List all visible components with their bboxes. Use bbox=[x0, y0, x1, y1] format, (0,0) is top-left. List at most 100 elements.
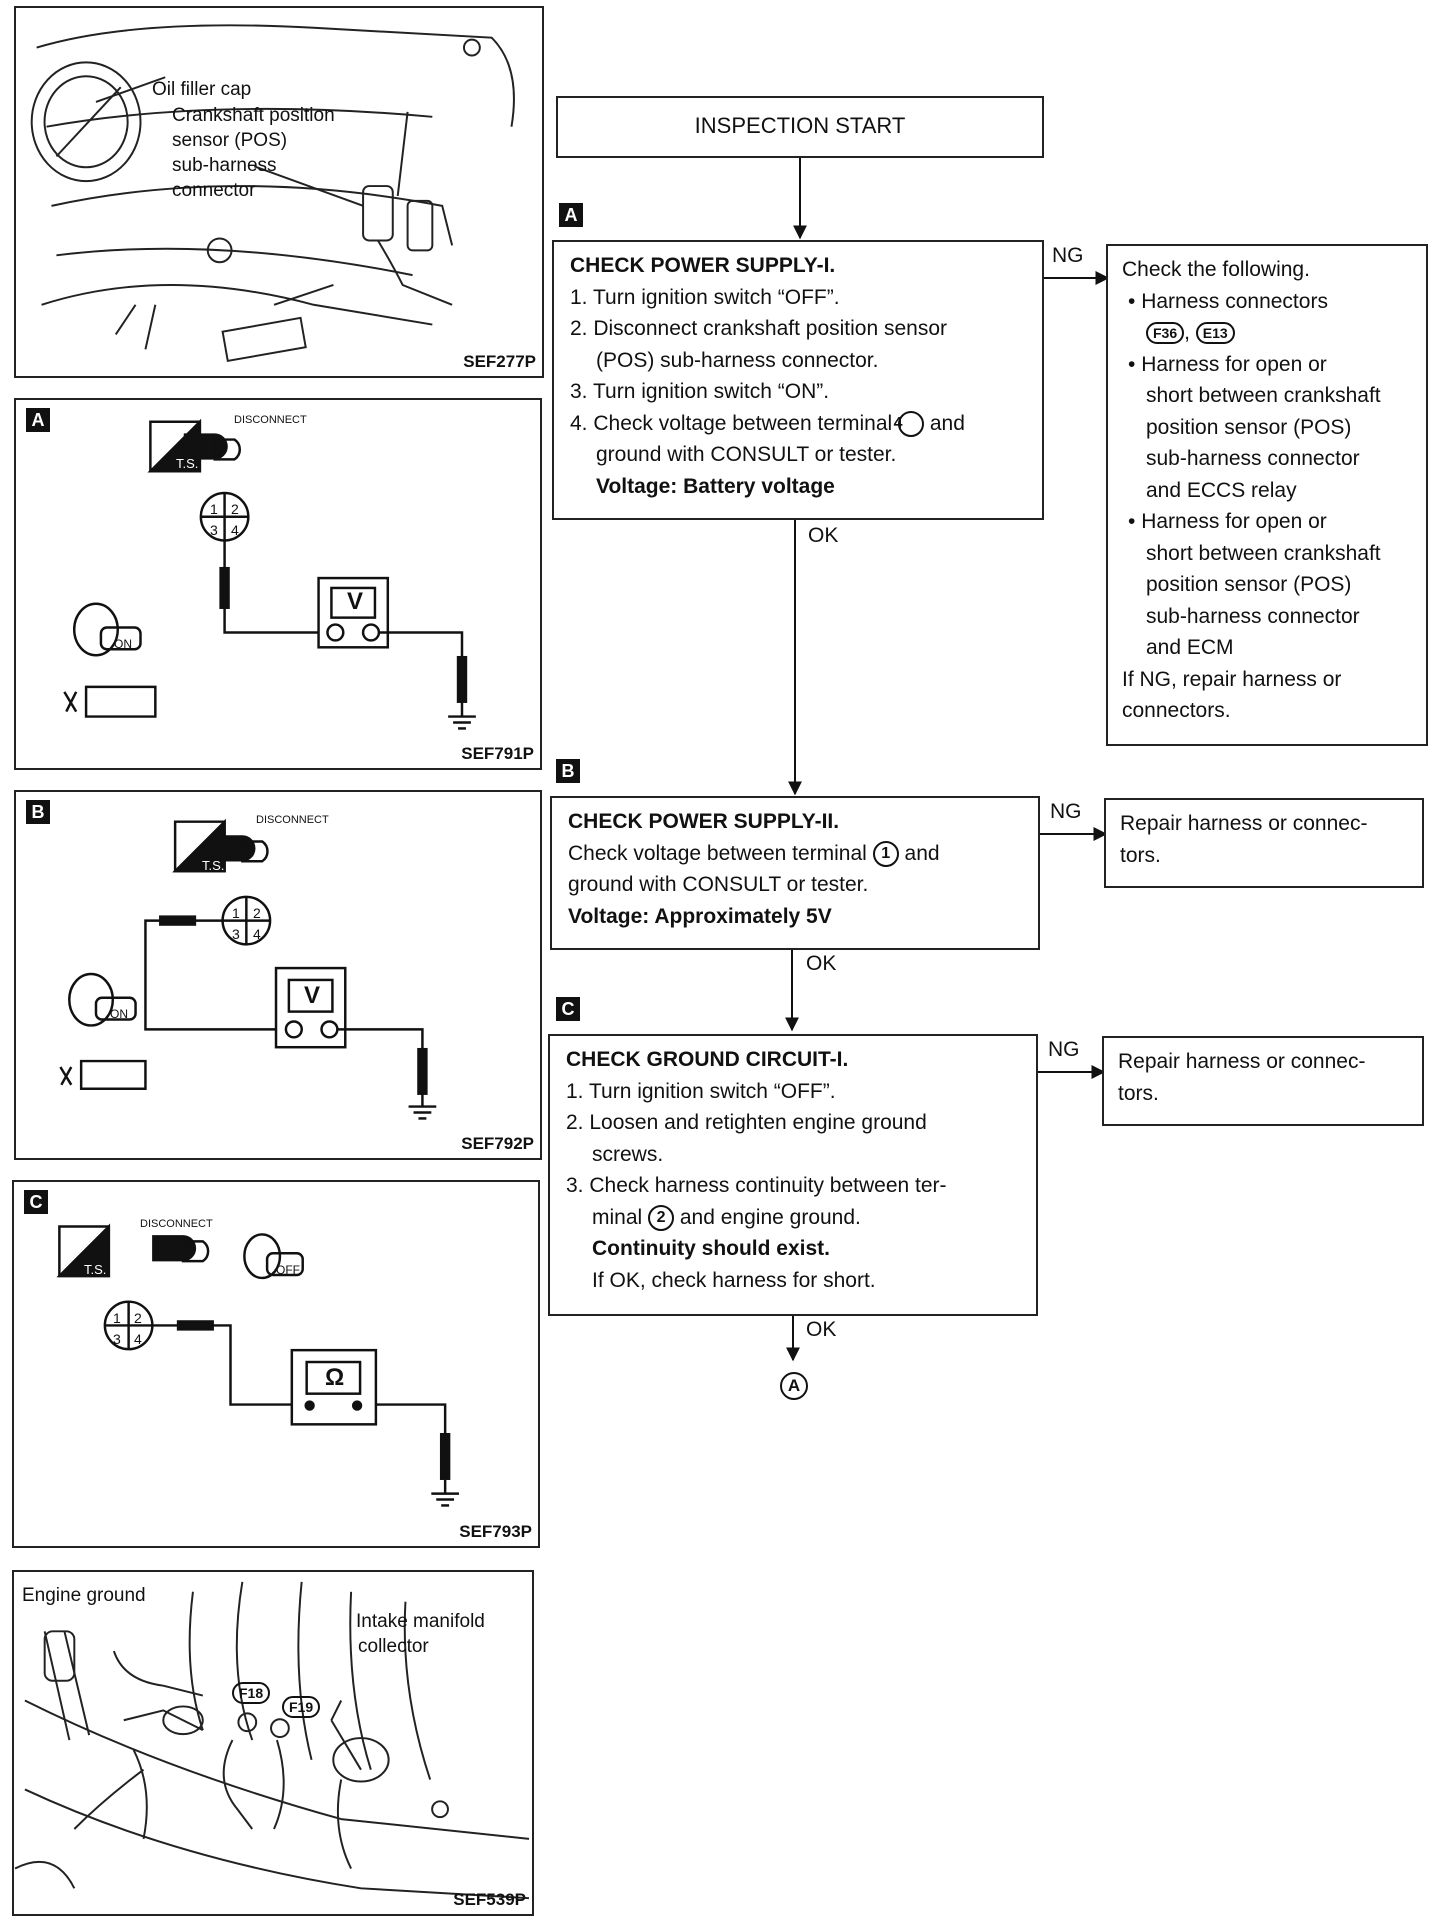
figure-diagram-c: C DISCONNECT T.S. Ω 1 2 3 bbox=[12, 1180, 540, 1548]
key-position: ON bbox=[114, 637, 132, 651]
step-b-title: CHECK POWER SUPPLY-II. bbox=[568, 810, 840, 833]
meter-symbol: V bbox=[347, 588, 364, 615]
ng-a-intro: Check the following. bbox=[1122, 258, 1310, 281]
ng-a-bullet-3-line-3: position sensor (POS) bbox=[1146, 573, 1352, 596]
ng-a-outro-line-1: If NG, repair harness or bbox=[1122, 667, 1342, 691]
connector-e13: E13 bbox=[1195, 322, 1235, 345]
terminal-4: 4 bbox=[134, 1331, 142, 1347]
step-a-spec: Voltage: Battery voltage bbox=[596, 474, 835, 498]
step-c-note: If OK, check harness for short. bbox=[592, 1268, 876, 1292]
ng-a-bullet-3-line-2: short between crankshaft bbox=[1146, 541, 1381, 565]
figure-code: SEF539P bbox=[453, 1890, 526, 1909]
figure-code: SEF277P bbox=[463, 352, 536, 371]
figure-crankshaft-sensor-location: Oil filler cap Crankshaft position senso… bbox=[14, 6, 544, 378]
step-c-line-5-text: minal bbox=[592, 1205, 643, 1229]
voltage-check-diagram-a bbox=[63, 418, 476, 730]
step-c-spec: Continuity should exist. bbox=[592, 1237, 831, 1260]
step-c-ok-label: OK bbox=[806, 1318, 837, 1341]
ng-a-bullet-2-line-2: short between crankshaft bbox=[1146, 384, 1381, 407]
step-b-ng-box: Repair harness or connec- tors. bbox=[1104, 798, 1424, 888]
tag-c: C bbox=[24, 1190, 48, 1214]
label-collector: collector bbox=[358, 1636, 429, 1657]
engine-top-illustration bbox=[30, 24, 515, 363]
label-oil-filler-cap: Oil filler cap bbox=[152, 79, 252, 100]
step-b-spec: Voltage: Approximately 5V bbox=[568, 904, 832, 928]
voltage-check-diagram-b bbox=[59, 818, 437, 1120]
figure-code: SEF793P bbox=[459, 1522, 532, 1541]
terminal-2-marker: 2 bbox=[648, 1204, 675, 1231]
step-a-box: CHECK POWER SUPPLY-I. 1. Turn ignition s… bbox=[552, 240, 1044, 520]
step-a-line-5-text: 4. Check voltage between terminal bbox=[570, 411, 893, 435]
inspection-start-box: INSPECTION START bbox=[556, 96, 1044, 158]
key-position: OFF bbox=[276, 1263, 300, 1277]
step-b-line-1-and: and bbox=[904, 841, 940, 865]
meter-symbol: V bbox=[304, 982, 321, 1009]
figure-diagram-a: A DISCONNECT T.S. bbox=[14, 398, 542, 770]
terminal-3: 3 bbox=[210, 522, 218, 538]
figure-code: SEF792P bbox=[461, 1134, 534, 1153]
label-ts: T.S. bbox=[176, 456, 199, 471]
step-c-line-1: 1. Turn ignition switch “OFF”. bbox=[566, 1079, 836, 1103]
terminal-3: 3 bbox=[113, 1331, 121, 1347]
step-a-title: CHECK POWER SUPPLY-I. bbox=[570, 254, 836, 277]
step-c-title: CHECK GROUND CIRCUIT-I. bbox=[566, 1048, 849, 1071]
step-a-ng-label: NG bbox=[1052, 244, 1084, 267]
label-sensor-pos: sensor (POS) bbox=[172, 130, 288, 151]
meter-symbol: Ω bbox=[325, 1364, 345, 1391]
step-c-line-2: 2. Loosen and retighten engine ground bbox=[566, 1111, 927, 1134]
step-b-line-1: Check voltage between terminal 1 and bbox=[568, 838, 1026, 870]
terminal-1: 1 bbox=[232, 905, 240, 921]
ng-a-bullet-3-line-5: and ECM bbox=[1146, 636, 1234, 659]
label-disconnect: DISCONNECT bbox=[140, 1218, 213, 1230]
terminal-2: 2 bbox=[231, 501, 239, 517]
step-b-line-2: ground with CONSULT or tester. bbox=[568, 873, 869, 896]
terminal-3: 3 bbox=[232, 926, 240, 942]
step-a-ok-label: OK bbox=[808, 524, 839, 547]
ng-a-bullet-2-line-4: sub-harness connector bbox=[1146, 447, 1360, 470]
connector-f36: F36 bbox=[1146, 322, 1185, 345]
step-a-line-2: 2. Disconnect crankshaft position sensor bbox=[570, 317, 948, 340]
step-a-ng-box: Check the following. Harness connectors … bbox=[1106, 244, 1428, 746]
label-ts: T.S. bbox=[84, 1262, 107, 1277]
step-tag-a: A bbox=[559, 203, 583, 227]
step-b-line-1-text: Check voltage between terminal bbox=[568, 841, 867, 865]
ng-a-bullet-2-line-3: position sensor (POS) bbox=[1146, 415, 1352, 439]
connector-f19: F19 bbox=[282, 1696, 321, 1718]
step-b-ng-label: NG bbox=[1050, 800, 1082, 823]
step-a-line-5-and: and bbox=[929, 411, 965, 435]
step-b-ok-label: OK bbox=[806, 952, 837, 975]
ng-a-bullet-3-line-4: sub-harness connector bbox=[1146, 604, 1360, 628]
terminal-4: 4 bbox=[253, 926, 261, 942]
ng-a-bullet-2-line-1: Harness for open or bbox=[1122, 349, 1414, 381]
step-c-line-4: 3. Check harness continuity between ter- bbox=[566, 1174, 947, 1197]
ng-a-connectors: F36, E13 bbox=[1122, 317, 1414, 349]
label-engine-ground: Engine ground bbox=[22, 1585, 146, 1606]
continuity-check-diagram-c bbox=[56, 1223, 459, 1507]
step-c-line-3: screws. bbox=[592, 1142, 664, 1166]
ng-a-bullet-1: Harness connectors bbox=[1122, 286, 1414, 318]
step-a-line-5: 4. Check voltage between terminal 4 and bbox=[570, 408, 1030, 440]
step-a-line-6: ground with CONSULT or tester. bbox=[596, 443, 897, 466]
end-marker-a: A bbox=[780, 1372, 808, 1400]
label-disconnect: DISCONNECT bbox=[256, 814, 329, 826]
step-tag-b: B bbox=[556, 759, 580, 783]
step-b-box: CHECK POWER SUPPLY-II. Check voltage bet… bbox=[550, 796, 1040, 950]
label-connector: connector bbox=[172, 180, 256, 201]
engine-ground-illustration bbox=[14, 1581, 530, 1900]
figure-code: SEF791P bbox=[461, 744, 534, 763]
label-disconnect: DISCONNECT bbox=[234, 414, 307, 426]
step-c-line-5-rest: and engine ground. bbox=[679, 1205, 861, 1229]
terminal-1-marker: 1 bbox=[872, 840, 899, 867]
terminal-2: 2 bbox=[134, 1310, 142, 1326]
terminal-1: 1 bbox=[210, 501, 218, 517]
figure-diagram-b: B DISCONNECT T.S. bbox=[14, 790, 542, 1160]
tag-b: B bbox=[26, 800, 50, 824]
step-c-box: CHECK GROUND CIRCUIT-I. 1. Turn ignition… bbox=[548, 1034, 1038, 1316]
ng-a-bullet-2-line-5: and ECCS relay bbox=[1146, 478, 1297, 502]
terminal-1: 1 bbox=[113, 1310, 121, 1326]
step-a-line-4: 3. Turn ignition switch “ON”. bbox=[570, 380, 830, 403]
terminal-2: 2 bbox=[253, 905, 261, 921]
label-ts: T.S. bbox=[202, 858, 225, 873]
ng-b-line-2: tors. bbox=[1120, 843, 1161, 867]
ng-c-line-1: Repair harness or connec- bbox=[1118, 1050, 1366, 1073]
